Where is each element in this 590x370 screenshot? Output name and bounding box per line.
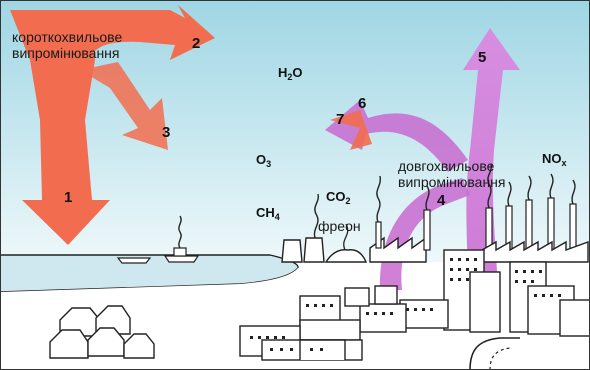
formula-co2: CO2	[326, 190, 351, 206]
marker-4: 4	[437, 192, 446, 209]
chimney	[375, 221, 382, 249]
chimney-smoke	[507, 181, 512, 207]
shortwave-arrow-3	[80, 62, 168, 150]
ship-cabin	[173, 247, 187, 257]
longwave-radiation-label: довгохвильове випромінювання	[398, 158, 506, 191]
formula-base: CH	[256, 205, 275, 220]
shortwave-arrow-reflect-top	[80, 5, 215, 60]
formula-subscript: 3	[266, 159, 272, 169]
shortwave-arrow-down	[10, 10, 110, 245]
marker-1: 1	[64, 189, 73, 206]
cooling-tower	[303, 237, 325, 263]
chimney-smoke	[376, 175, 382, 223]
chimney	[423, 209, 431, 251]
formula-base: CO	[326, 189, 346, 204]
factory-right	[481, 240, 589, 263]
city	[239, 249, 590, 361]
chimney-smoke	[527, 175, 532, 201]
formula-tail: O	[292, 65, 303, 80]
formula-h2o: H2O	[278, 66, 303, 82]
chimney-smoke	[571, 179, 576, 205]
road-line	[489, 347, 511, 370]
formula-base: O	[256, 152, 267, 167]
dome-building	[324, 249, 368, 263]
ship	[163, 255, 200, 263]
ship-small	[116, 257, 152, 264]
formula-nox: NOx	[542, 152, 567, 168]
cooling-tower	[281, 239, 303, 263]
formula-subscript: x	[561, 158, 567, 168]
chimney-smoke	[487, 163, 493, 209]
village	[49, 305, 155, 359]
ship-smoke	[178, 215, 182, 249]
marker-5: 5	[478, 49, 487, 66]
road	[469, 337, 520, 370]
freon-label: фреон	[318, 218, 361, 234]
formula-subscript: 2	[345, 196, 351, 206]
formula-subscript: 4	[274, 212, 280, 222]
formula-base: H	[278, 65, 288, 80]
city-windows	[250, 258, 561, 351]
marker-3: 3	[162, 124, 171, 141]
formula-base: NO	[542, 151, 562, 166]
shortwave-radiation-label: короткохвильове випромінювання	[12, 29, 123, 62]
arrow-7-tip	[330, 110, 372, 150]
tower-smoke	[313, 193, 320, 239]
chimney-smoke	[425, 185, 430, 211]
chimney-smoke	[549, 173, 554, 199]
marker-6: 6	[358, 95, 367, 112]
formula-subscript: 2	[287, 72, 293, 82]
formula-o3: O3	[256, 153, 271, 169]
formula-ch4: CH4	[256, 206, 280, 222]
longwave-arrow-back	[379, 178, 470, 290]
marker-7: 7	[336, 111, 345, 128]
marker-2: 2	[192, 35, 201, 52]
dome-smoke	[343, 223, 349, 251]
